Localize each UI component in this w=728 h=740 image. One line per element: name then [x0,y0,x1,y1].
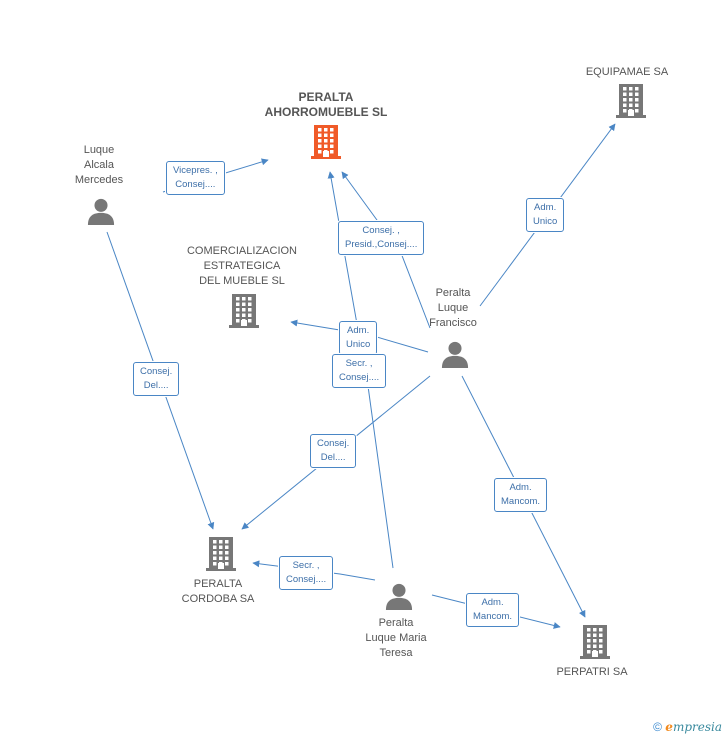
edge-label-e8[interactable]: Secr. , Consej.... [332,354,387,388]
edge-label-e1[interactable]: Vicepres. , Consej.... [166,161,225,195]
node-label-peralta-francisco[interactable]: Peralta Luque Francisco [429,287,477,329]
node-label-peralta-teresa[interactable]: Peralta Luque Maria Teresa [365,617,427,659]
edge-label-e4[interactable]: Adm. Unico [526,198,565,232]
node-label-peralta-cordoba[interactable]: PERALTA CORDOBA SA [181,578,255,605]
brand-logo-text: mpresia [672,720,722,734]
node-label-equipamae[interactable]: EQUIPAMAE SA [585,66,669,78]
building-icon[interactable] [206,537,236,576]
brand-footer[interactable]: © empresia [653,720,722,734]
person-icon[interactable] [87,197,115,230]
edge-label-e9[interactable]: Secr. , Consej.... [279,556,334,590]
node-label-peralta-ahorromueble[interactable]: PERALTA AHORROMUEBLE SL [264,90,388,119]
node-label-luque-alcala[interactable]: Luque Alcala Mercedes [74,144,124,186]
building-icon[interactable] [580,625,610,664]
edge-label-e6[interactable]: Consej. Del.... [310,434,357,468]
building-icon[interactable] [229,294,259,333]
edge-label-e2[interactable]: Consej. Del.... [133,362,180,396]
node-label-comercializacion[interactable]: COMERCIALIZACION ESTRATEGICA DEL MUEBLE … [186,245,298,287]
edge-label-e10[interactable]: Adm. Mancom. [466,593,520,627]
node-label-perpatri[interactable]: PERPATRI SA [556,666,628,678]
edge-label-e7[interactable]: Adm. Mancom. [494,478,548,512]
copyright-icon: © [653,720,662,734]
edge-label-e3[interactable]: Consej. , Presid.,Consej.... [338,221,425,255]
building-icon[interactable] [311,125,341,164]
building-icon[interactable] [616,84,646,123]
person-icon[interactable] [441,340,469,373]
brand-logo-letter: e [665,720,673,734]
edge-label-e5[interactable]: Adm. Unico [339,321,378,355]
person-icon[interactable] [385,582,413,615]
